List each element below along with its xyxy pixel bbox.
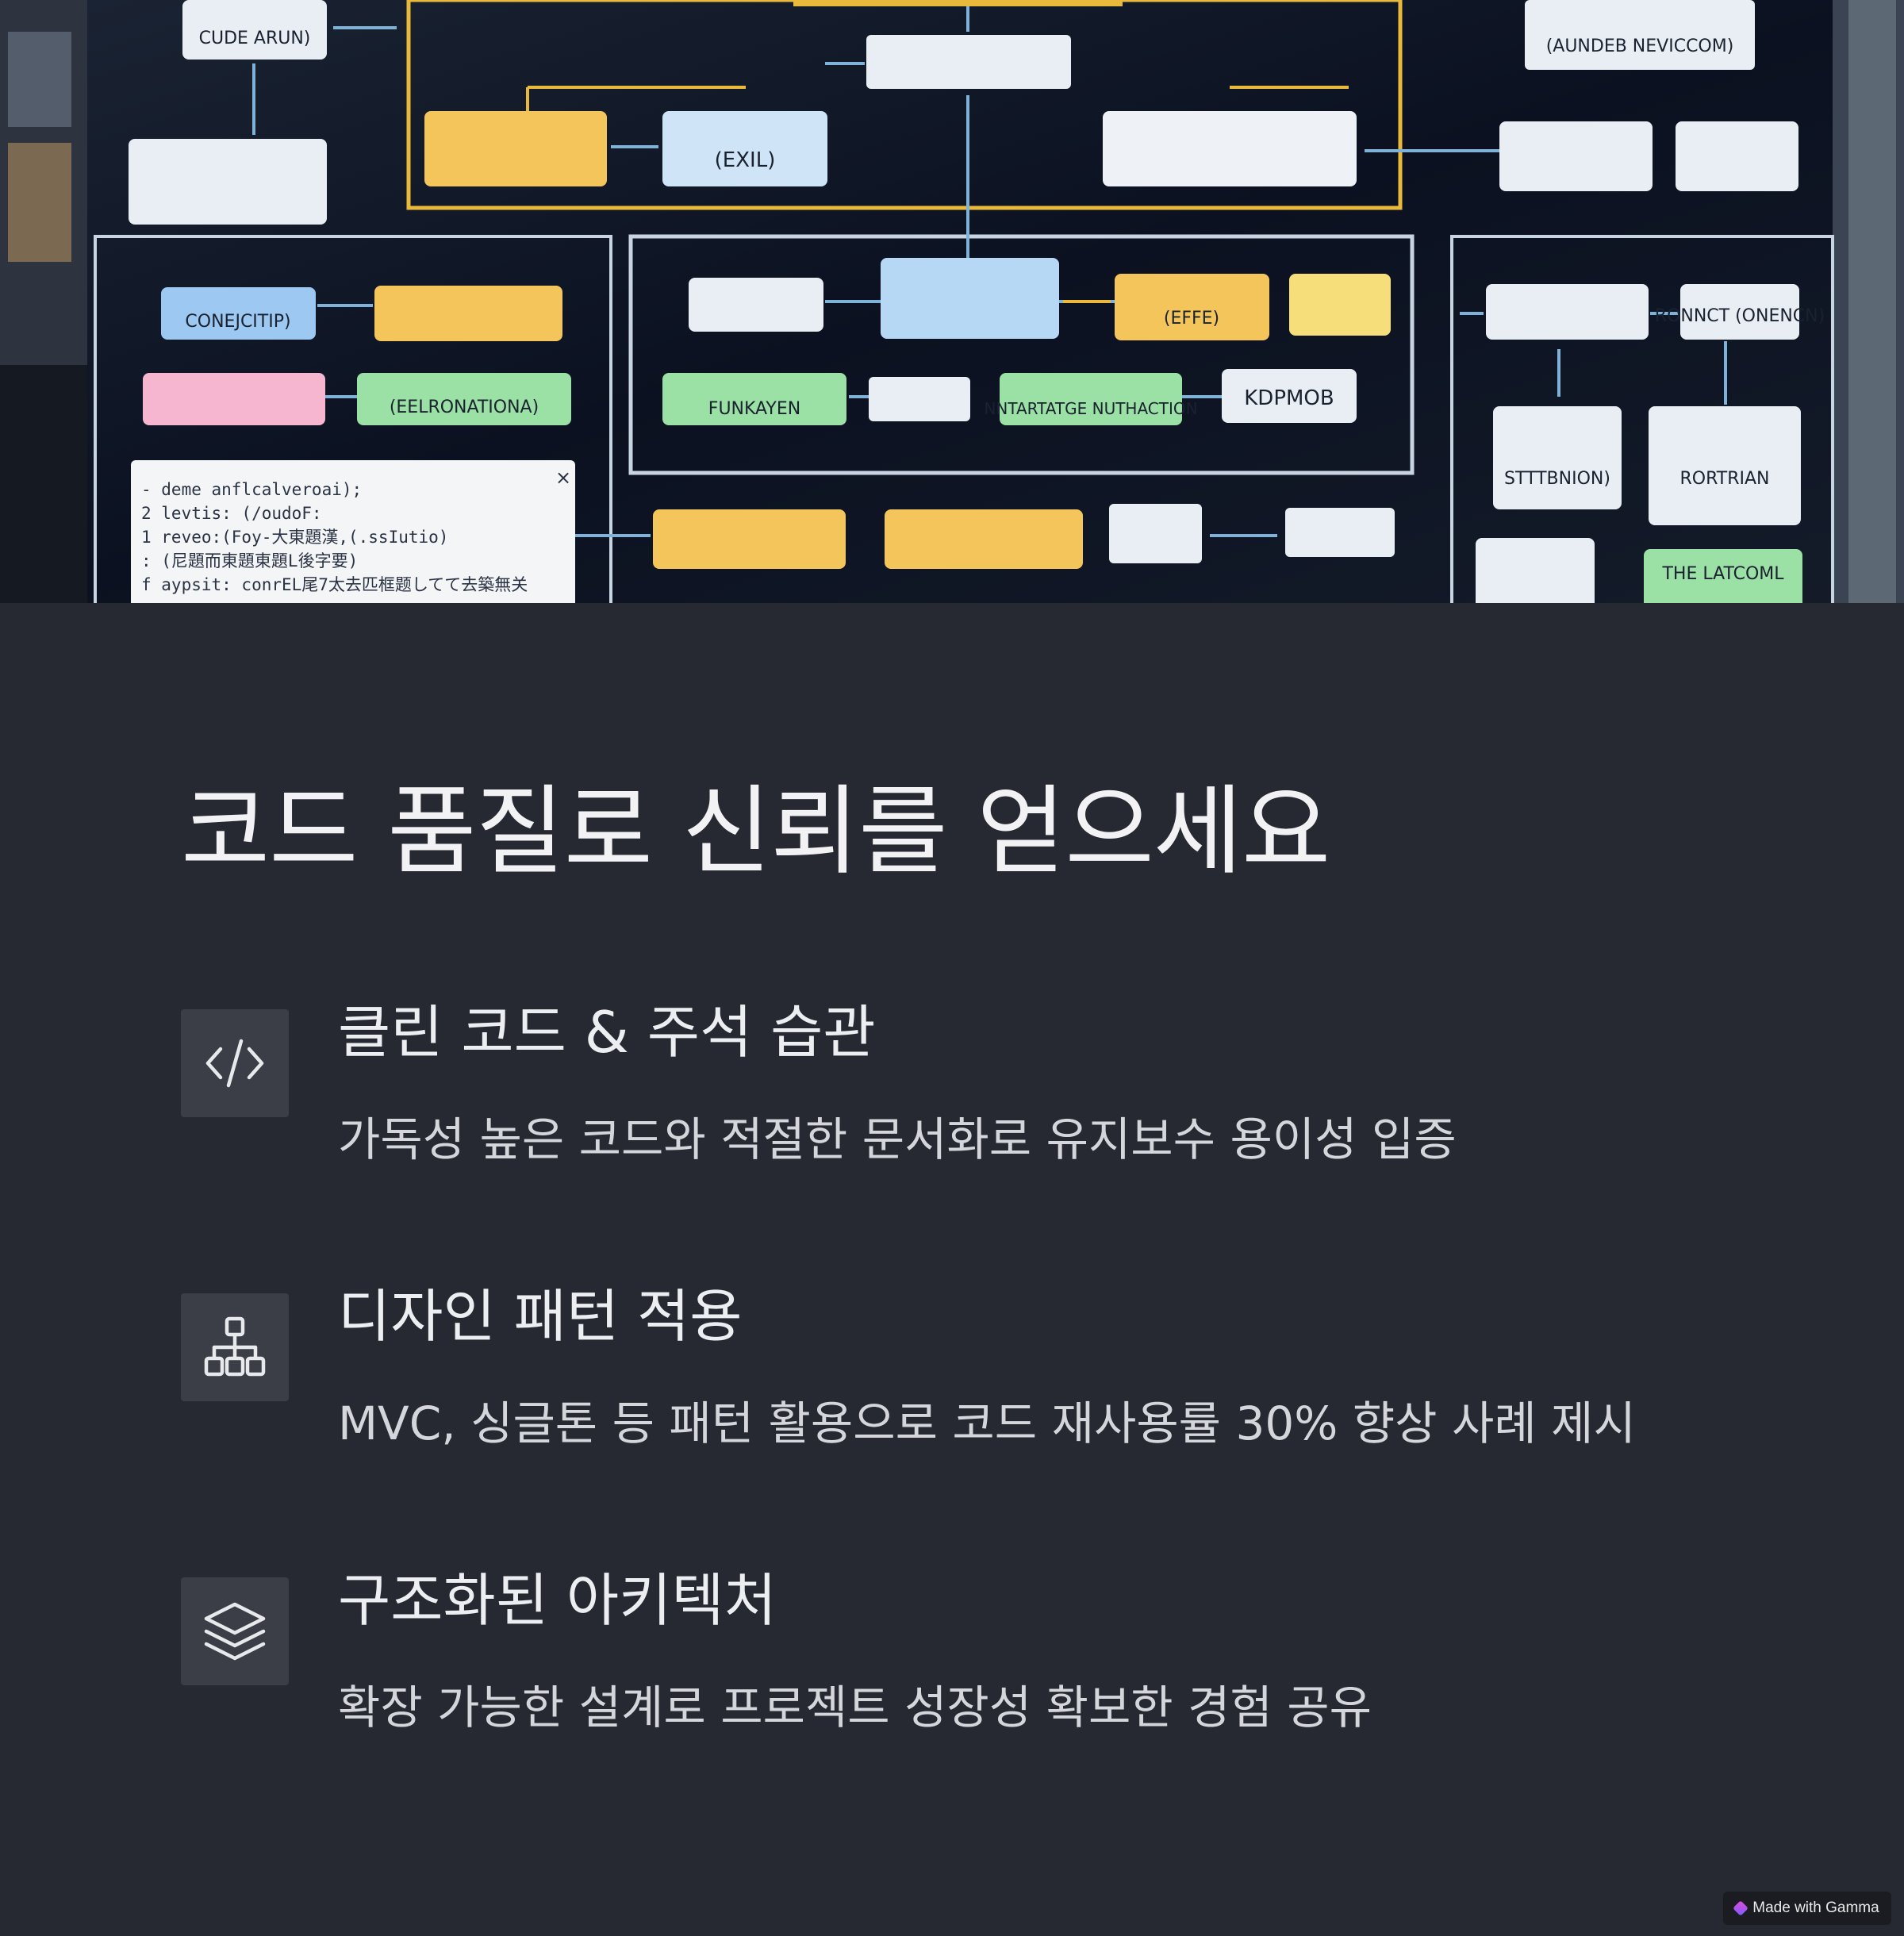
svg-text:RONNCT (ONENCN): RONNCT (ONENCN) — [1655, 306, 1825, 326]
feature-clean-code: 클린 코드 & 주석 습관 가독성 높은 코드와 적절한 문서화로 유지보수 용… — [181, 999, 1768, 1184]
hero-image: CUDE ARUN) (AUNDEB NEVICCOM) (EXIL) CONE… — [0, 0, 1904, 603]
architecture-diagram: CUDE ARUN) (AUNDEB NEVICCOM) (EXIL) CONE… — [0, 0, 1904, 603]
feature-title: 구조화된 아키텍처 — [338, 1567, 777, 1634]
svg-text:THE LATCOML: THE LATCOML — [1661, 564, 1784, 584]
page-title: 코드 품질로 신뢰를 얻으세요 — [181, 775, 1330, 888]
svg-text:CUDE ARUN): CUDE ARUN) — [199, 29, 311, 48]
svg-text:2 levtis: (/oudoF:: 2 levtis: (/oudoF: — [141, 504, 322, 523]
code-panel-close-icon: × — [555, 467, 571, 489]
svg-text:NNTARTATGE NUTHACTION: NNTARTATGE NUTHACTION — [984, 399, 1197, 418]
svg-text:RORTRIAN: RORTRIAN — [1679, 469, 1769, 489]
svg-text:(EELRONATIONA): (EELRONATIONA) — [390, 398, 539, 417]
layers-icon — [181, 1577, 289, 1685]
svg-text:1 reveo:(Foy-大東題漢,(.ssIutio): 1 reveo:(Foy-大東題漢,(.ssIutio) — [141, 528, 448, 547]
code-icon — [181, 1009, 289, 1117]
badge-label: Made with Gamma — [1752, 1900, 1879, 1916]
svg-text:CONEJCITIP): CONEJCITIP) — [185, 312, 290, 332]
gamma-logo-icon — [1733, 1900, 1749, 1916]
feature-title: 클린 코드 & 주석 습관 — [338, 999, 876, 1066]
svg-text:(AUNDEB NEVICCOM): (AUNDEB NEVICCOM) — [1546, 36, 1734, 56]
svg-text:: (尼題而東題東題L後字要): : (尼題而東題東題L後字要) — [141, 551, 358, 570]
svg-text:KDPMOB: KDPMOB — [1244, 386, 1334, 410]
made-with-gamma-badge[interactable]: Made with Gamma — [1723, 1892, 1891, 1925]
feature-design-patterns: 디자인 패턴 적용 MVC, 싱글톤 등 패턴 활용으로 코드 재사용률 30%… — [181, 1283, 1768, 1468]
feature-architecture: 구조화된 아키텍처 확장 가능한 설계로 프로젝트 성장성 확보한 경험 공유 — [181, 1567, 1768, 1752]
svg-text:STTTBNION): STTTBNION) — [1504, 469, 1610, 489]
hierarchy-icon — [181, 1293, 289, 1401]
svg-text:(EFFE): (EFFE) — [1164, 309, 1219, 328]
feature-description: 가독성 높은 코드와 적절한 문서화로 유지보수 용이성 입증 — [338, 1112, 1457, 1166]
svg-text:(EXIL): (EXIL) — [715, 148, 776, 172]
feature-description: MVC, 싱글톤 등 패턴 활용으로 코드 재사용률 30% 향상 사례 제시 — [338, 1396, 1636, 1450]
svg-text:- deme anflcalveroai);: - deme anflcalveroai); — [141, 480, 362, 499]
feature-description: 확장 가능한 설계로 프로젝트 성장성 확보한 경험 공유 — [338, 1681, 1372, 1734]
svg-text:f aypsit: conrEL尾7太去匹框题してて去築無关: f aypsit: conrEL尾7太去匹框题してて去築無关 — [141, 575, 528, 594]
feature-title: 디자인 패턴 적용 — [338, 1283, 743, 1350]
svg-text:FUNKAYEN: FUNKAYEN — [708, 399, 800, 419]
